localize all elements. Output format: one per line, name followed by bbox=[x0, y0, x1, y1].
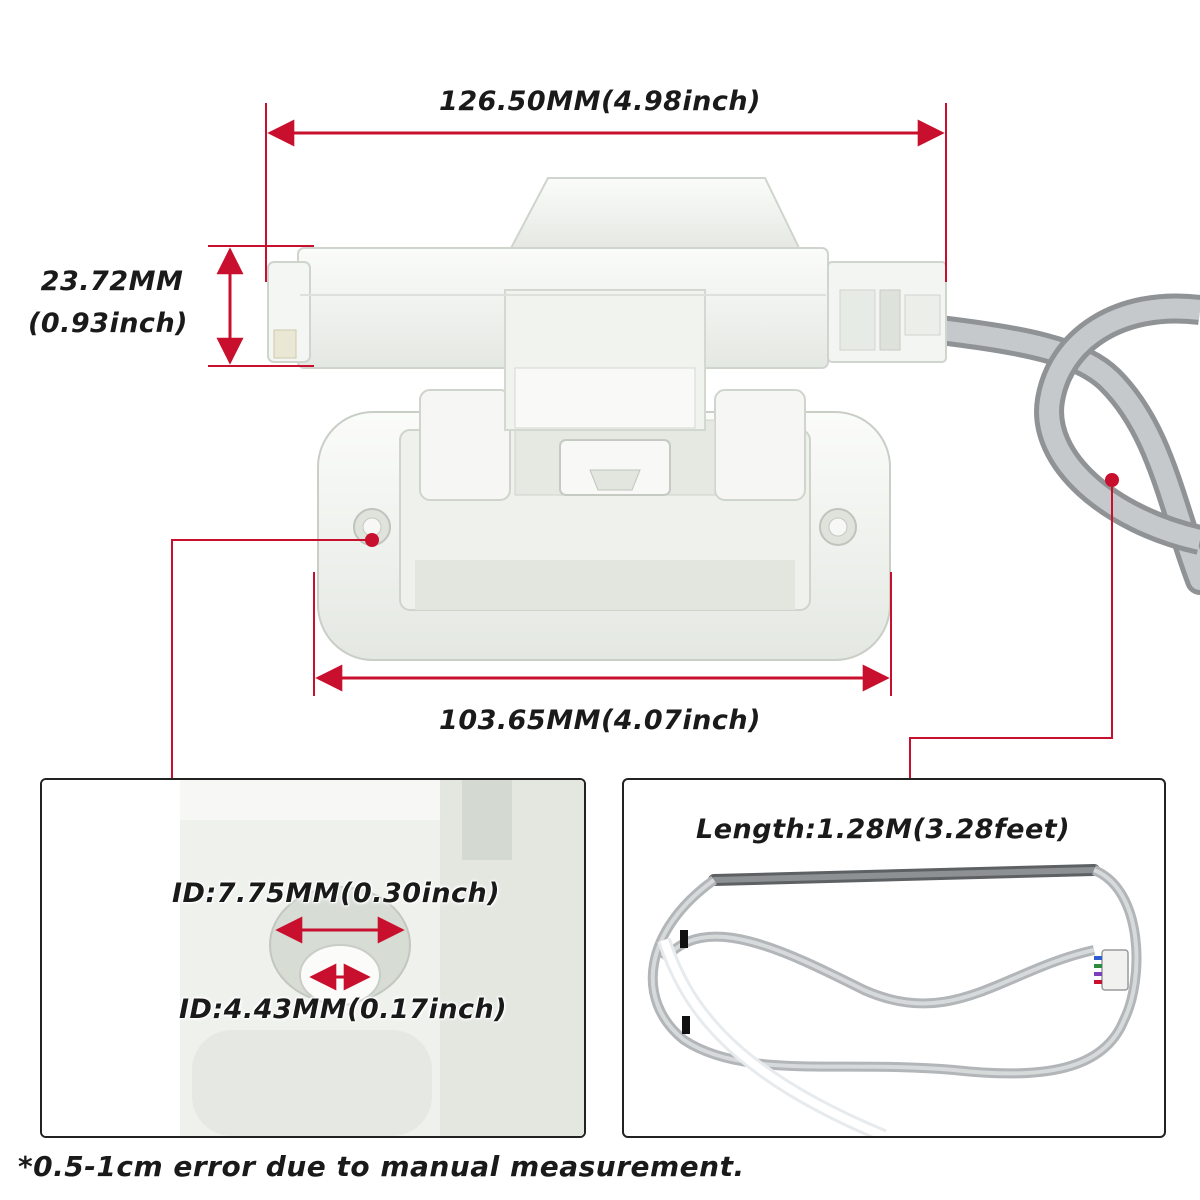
height-label-inch: (0.93inch) bbox=[28, 308, 188, 339]
hole-detail-inset: ID:7.75MM(0.30inch) ID:4.43MM(0.17inch) bbox=[40, 778, 586, 1138]
height-label-mm: 23.72MM bbox=[40, 266, 184, 297]
base-width-dimension bbox=[313, 572, 892, 696]
cable-coil bbox=[647, 864, 1142, 1136]
cable bbox=[925, 293, 1200, 595]
inner-hole-id-label: ID:4.43MM(0.17inch) bbox=[179, 994, 508, 1025]
cable-length-label: Length:1.28M(3.28feet) bbox=[696, 814, 1071, 845]
height-dimension bbox=[208, 245, 314, 367]
hole-closeup bbox=[42, 780, 584, 1136]
cable-callout-leader bbox=[909, 473, 1119, 778]
overall-width-label: 126.50MM(4.98inch) bbox=[439, 86, 761, 117]
base-plate bbox=[317, 389, 891, 661]
outer-hole-id-label: ID:7.75MM(0.30inch) bbox=[172, 878, 501, 909]
overall-width-dimension bbox=[265, 103, 947, 282]
cable-detail-inset: Length:1.28M(3.28feet) bbox=[622, 778, 1166, 1138]
base-width-label: 103.65MM(4.07inch) bbox=[439, 705, 761, 736]
measurement-footnote: *0.5-1cm error due to manual measurement… bbox=[18, 1150, 745, 1183]
hole-callout-leader bbox=[171, 533, 379, 778]
lock-housing bbox=[267, 177, 947, 431]
